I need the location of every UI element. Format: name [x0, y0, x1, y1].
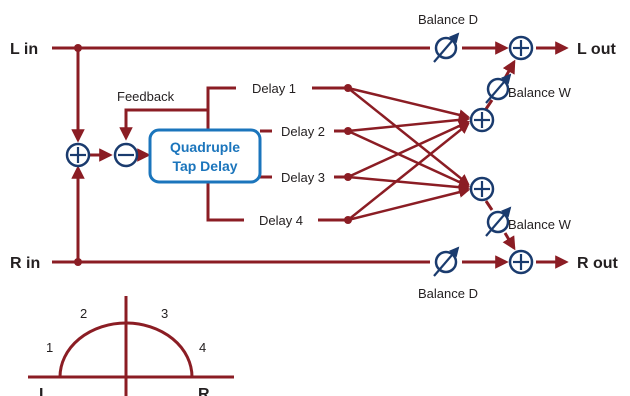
delay4-label: Delay 4	[259, 213, 303, 228]
box-label-line1: Quadruple	[170, 139, 240, 155]
delay2-label: Delay 2	[281, 124, 325, 139]
pan-diagram: 1 2 3 4 L R	[28, 296, 234, 396]
sum-node-l-wet	[469, 107, 495, 133]
sum-node-mixer	[65, 142, 91, 168]
r-out-label: R out	[577, 255, 619, 272]
balance-w-top-label: Balance W	[508, 85, 572, 100]
box-label-line2: Tap Delay	[172, 158, 237, 174]
pan-right-label: R	[198, 386, 210, 396]
l-in-path	[52, 41, 569, 143]
balance-d-top-label: Balance D	[418, 12, 478, 27]
balance-w-bottom-label: Balance W	[508, 217, 572, 232]
balance-d-bottom-label: Balance D	[418, 286, 478, 301]
r-in-path	[52, 165, 569, 269]
pan-tap3-label: 3	[161, 306, 168, 321]
pan-tap4-label: 4	[199, 340, 206, 355]
tap-lines	[206, 84, 352, 224]
l-in-label: L in	[10, 41, 38, 58]
pan-tap2-label: 2	[80, 306, 87, 321]
delay1-label: Delay 1	[252, 81, 296, 96]
pan-tap1-label: 1	[46, 340, 53, 355]
pan-left-label: L	[39, 386, 49, 396]
l-out-label: L out	[577, 41, 616, 58]
matrix-lines	[347, 86, 471, 222]
delay3-label: Delay 3	[281, 170, 325, 185]
balance-w-bottom-knob-icon	[485, 206, 512, 237]
sum-node-l-out	[508, 35, 534, 61]
subtract-node	[113, 142, 139, 168]
quadruple-tap-delay-box: Quadruple Tap Delay	[148, 128, 262, 184]
balance-w-top-knob-icon	[485, 73, 512, 104]
balance-d-bottom-knob-icon	[433, 246, 460, 277]
r-in-label: R in	[10, 255, 40, 272]
balance-d-top-knob-icon	[433, 32, 460, 63]
sum-node-r-out	[508, 249, 534, 275]
feedback-label: Feedback	[117, 89, 175, 104]
sum-node-r-wet	[469, 176, 495, 202]
